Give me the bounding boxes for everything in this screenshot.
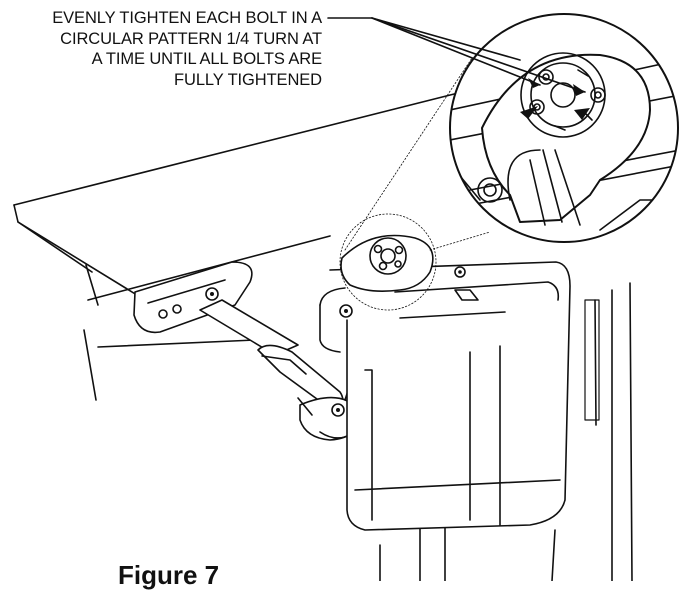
closer-body [319,261,571,531]
forearm [199,299,344,411]
callout-line: CIRCULAR PATTERN 1/4 TURN AT [60,29,322,48]
rotation-arrows [520,78,590,120]
callout-leader [327,17,586,93]
callout-line: A TIME UNTIL ALL BOLTS ARE [91,50,322,68]
callout-line: EVENLY TIGHTEN EACH BOLT IN A [52,9,322,27]
door-header [13,89,471,401]
door-panel [379,282,633,581]
instruction-callout: EVENLY TIGHTEN EACH BOLT IN A CIRCULAR P… [0,8,322,90]
arm-hub [340,234,434,292]
zoom-leaders [339,57,491,311]
zoom-detail-circle [449,13,679,243]
figure-label: Figure 7 [118,560,220,590]
arm-bracket [133,261,253,334]
callout-line: FULLY TIGHTENED [174,70,322,89]
